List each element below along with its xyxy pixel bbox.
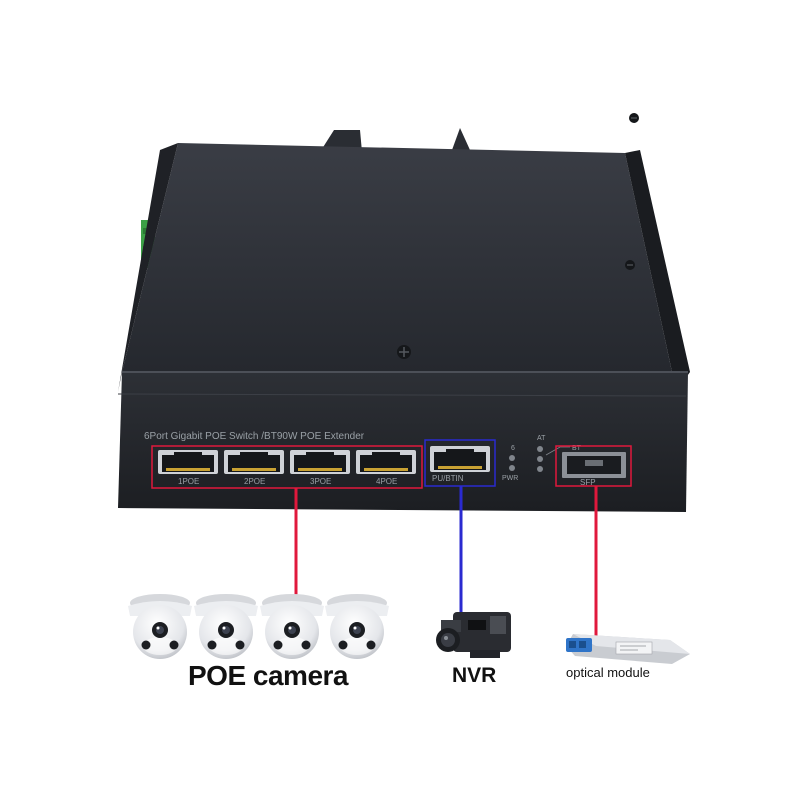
screw-icon xyxy=(629,113,639,123)
led-indicator xyxy=(509,465,515,471)
poe-switch: 6Port Gigabit POE Switch /BT90W POE Exte… xyxy=(117,113,690,512)
rj45-port[interactable] xyxy=(430,446,490,472)
uplink-port-label: PU/BTIN xyxy=(432,474,464,483)
poe-ports-highlight xyxy=(151,445,423,489)
led-label-6: 6 xyxy=(511,445,515,452)
led-indicator xyxy=(537,456,543,462)
led-label-bt: BT xyxy=(572,445,582,452)
rj45-port[interactable] xyxy=(290,450,350,474)
dome-camera-image xyxy=(260,594,324,659)
rj45-port[interactable] xyxy=(356,450,416,474)
dome-camera-image xyxy=(128,594,192,659)
led-indicator xyxy=(537,446,543,452)
nvr-device-image xyxy=(436,612,511,658)
optical-module-image xyxy=(566,634,690,664)
status-leds: 6 PWR AT BT xyxy=(502,435,582,482)
switch-front-panel xyxy=(118,372,688,512)
poe-port-label: 2POE xyxy=(244,477,265,486)
sfp-port[interactable] xyxy=(562,452,626,478)
switch-top-cover xyxy=(122,143,672,372)
led-label-power: PWR xyxy=(502,475,518,482)
led-label-at: AT xyxy=(537,435,546,442)
optical-module-label: optical module xyxy=(566,665,650,680)
sfp-port-highlight xyxy=(555,445,632,487)
sfp-label: SFP xyxy=(580,478,596,487)
poe-port-label: 4POE xyxy=(376,477,397,486)
poe-port-label: 3POE xyxy=(310,477,331,486)
rj45-port[interactable] xyxy=(158,450,218,474)
poe-port-label: 1POE xyxy=(178,477,199,486)
led-indicator xyxy=(509,455,515,461)
din-rail-clip xyxy=(452,128,470,150)
led-indicator xyxy=(537,466,543,472)
screw-icon xyxy=(625,260,635,270)
nvr-label: NVR xyxy=(452,664,497,687)
poe-camera-label: POE camera xyxy=(188,660,349,691)
dome-camera-image xyxy=(325,594,389,659)
screw-icon xyxy=(397,345,411,359)
dome-camera-image xyxy=(194,594,258,659)
device-title-text: 6Port Gigabit POE Switch /BT90W POE Exte… xyxy=(144,431,365,442)
rj45-port[interactable] xyxy=(224,450,284,474)
